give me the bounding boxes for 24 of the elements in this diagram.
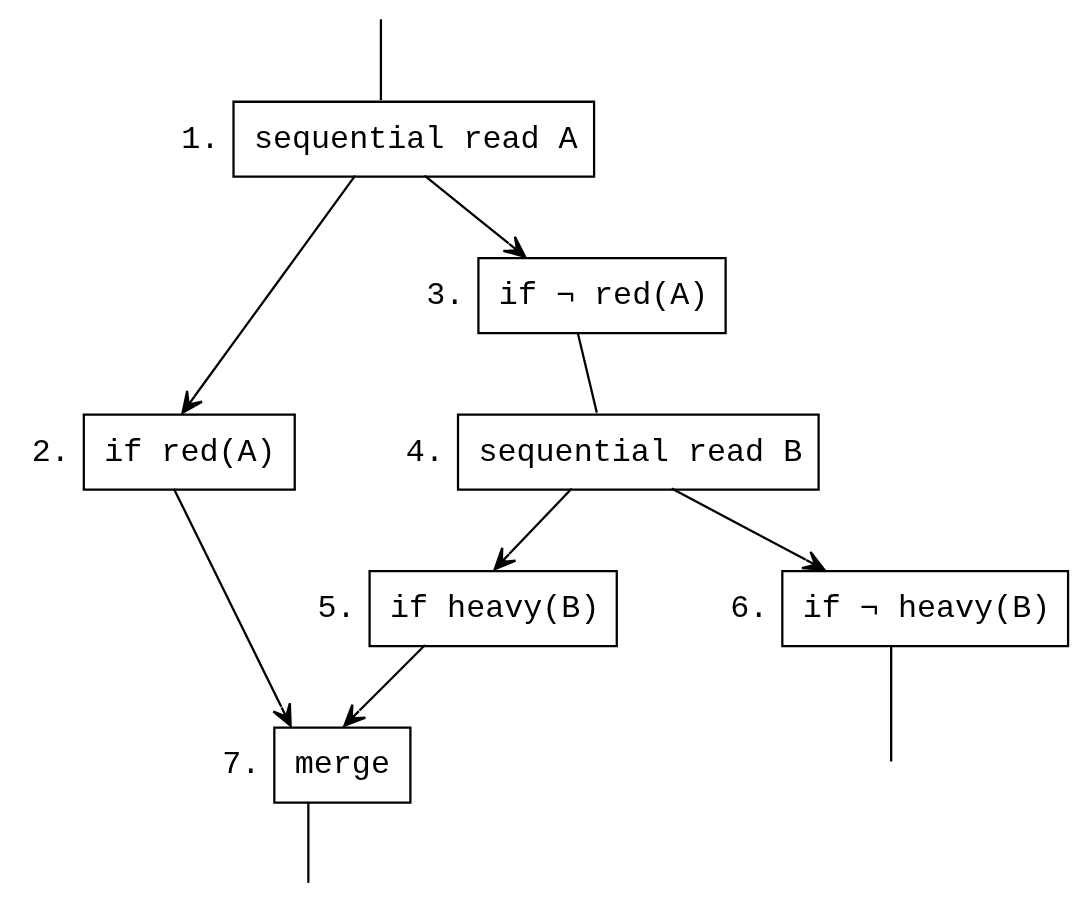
arrow [181, 175, 357, 414]
node-label: 7. [222, 747, 261, 784]
connector [890, 645, 893, 762]
connector [307, 801, 310, 883]
node-label: 1. [181, 121, 220, 158]
node-box: if red(A) [82, 413, 296, 491]
node-box: sequential read A [232, 100, 596, 178]
node-label: 6. [730, 591, 769, 627]
node-box: if ¬ red(A) [477, 257, 727, 335]
arrow [172, 488, 292, 727]
node-box: if heavy(B) [368, 570, 618, 648]
node-box: merge [273, 726, 412, 804]
node-label: 4. [405, 434, 444, 471]
node-label: 2. [31, 434, 70, 471]
arrow [343, 644, 426, 727]
node-label: 5. [317, 591, 356, 627]
arrow [671, 487, 826, 571]
node-box: if ¬ heavy(B) [781, 570, 1070, 648]
node-label: 3. [426, 278, 465, 315]
node-box: sequential read B [456, 413, 820, 491]
connector [576, 331, 598, 413]
arrow [423, 174, 527, 258]
arrow [493, 487, 573, 571]
connector [379, 19, 383, 101]
